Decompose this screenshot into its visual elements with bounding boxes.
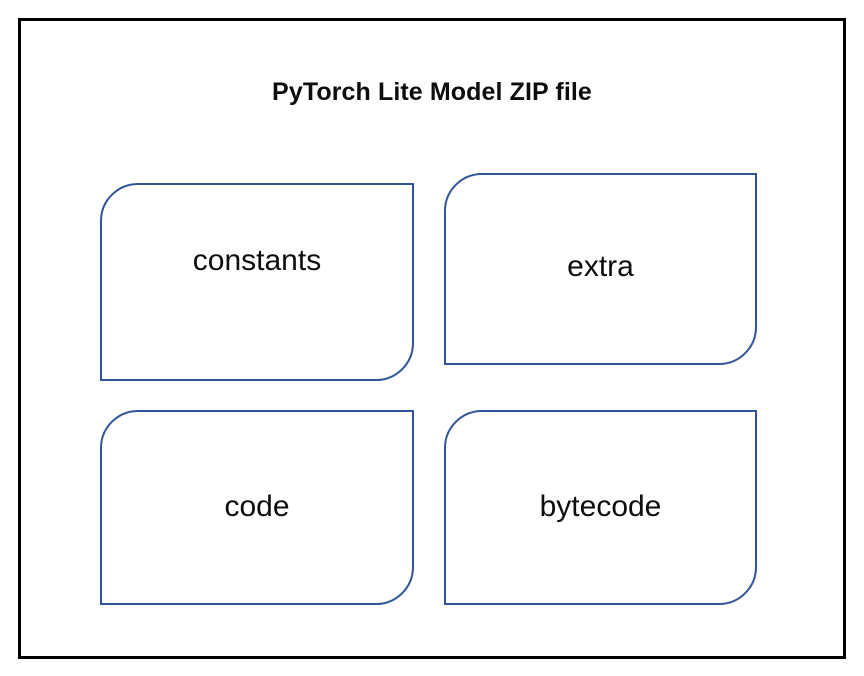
zip-section-constants[interactable]: constants bbox=[100, 183, 414, 381]
zip-section-label: bytecode bbox=[539, 490, 662, 523]
zip-section-label: code bbox=[224, 490, 290, 523]
zip-section-bytecode[interactable]: bytecode bbox=[444, 410, 757, 605]
zip-section-code[interactable]: code bbox=[100, 410, 414, 605]
zip-section-label: extra bbox=[567, 250, 634, 283]
zip-section-label: constants bbox=[192, 244, 322, 277]
page-title: PyTorch Lite Model ZIP file bbox=[272, 78, 592, 106]
zip-section-extra[interactable]: extra bbox=[444, 173, 757, 365]
